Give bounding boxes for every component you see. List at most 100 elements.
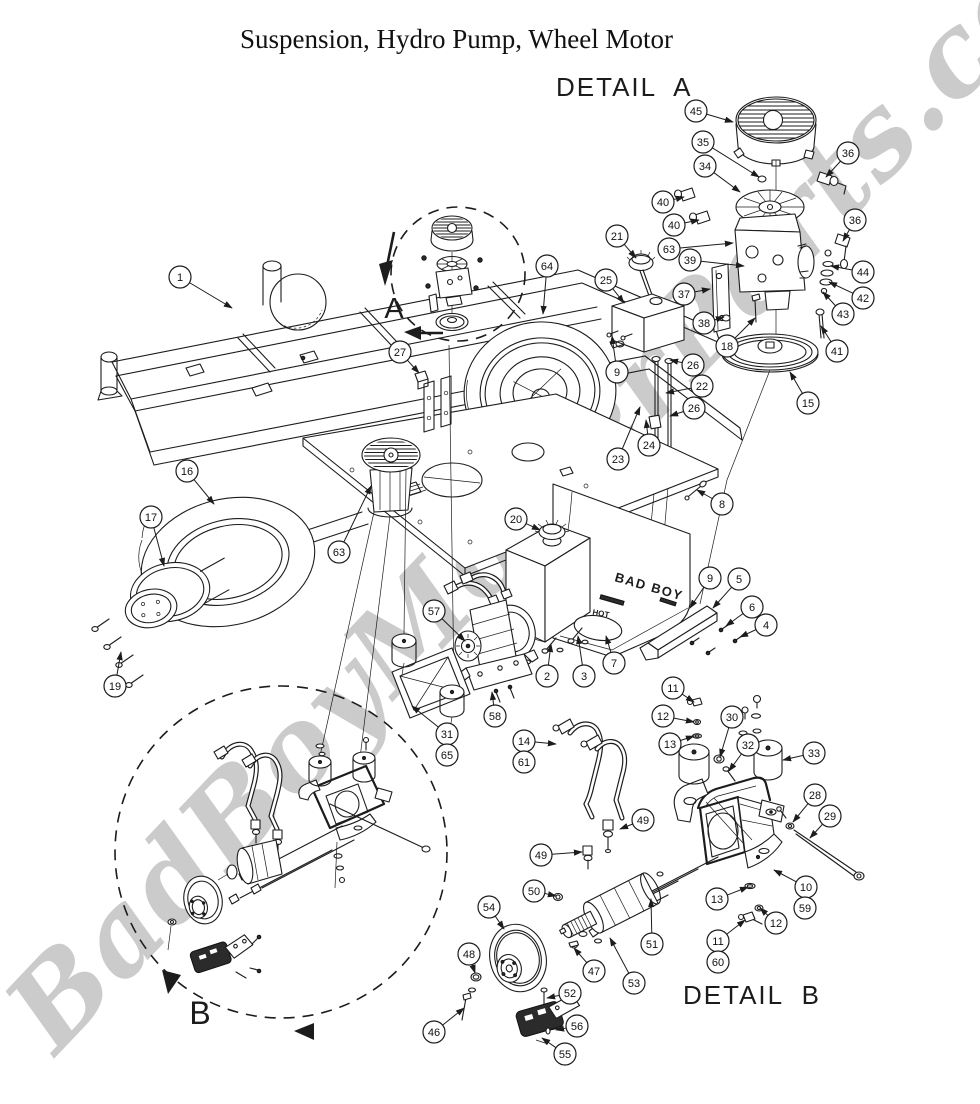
callout-6: 6 [740, 595, 764, 619]
svg-text:27: 27 [394, 347, 406, 359]
svg-text:5: 5 [736, 574, 742, 586]
leader-line-13 [727, 886, 749, 896]
fuel-tank-drawing: BAD BOY HOT [505, 483, 691, 658]
svg-text:13: 13 [711, 894, 723, 906]
callout-12: 12 [651, 704, 675, 728]
callout-45: 45 [684, 99, 708, 123]
callout-40: 40 [651, 190, 675, 214]
pump-body-drawing [734, 213, 815, 311]
callout-50: 50 [522, 879, 546, 903]
callout-46: 46 [422, 1020, 446, 1044]
fitting-glyphs-a [673, 171, 851, 270]
svg-text:39: 39 [684, 255, 696, 267]
leader-line-21 [623, 243, 637, 259]
leader-line-34 [713, 172, 741, 193]
callout-23: 23 [606, 447, 630, 471]
leader-line-38 [714, 316, 725, 323]
leader-line-1 [189, 282, 233, 309]
detail-a-label: DETAIL A [556, 72, 693, 102]
svg-text:15: 15 [802, 398, 814, 410]
callout-57: 57 [422, 599, 446, 623]
leader-line-4 [739, 629, 757, 638]
svg-text:12: 12 [770, 918, 782, 930]
leader-line-57 [441, 618, 466, 642]
callout-11: 11 [661, 676, 685, 700]
leader-lines [116, 113, 854, 1049]
leader-line-7 [605, 635, 612, 653]
cradle-31-drawing [319, 344, 471, 759]
reservoir-drawing [606, 250, 685, 353]
svg-text:10: 10 [800, 882, 812, 894]
leader-line-36 [825, 160, 841, 178]
callout-41: 41 [825, 339, 849, 363]
svg-text:21: 21 [611, 231, 623, 243]
callout-12: 12 [764, 911, 788, 935]
callout-16: 16 [175, 459, 199, 483]
svg-text:49: 49 [637, 815, 649, 827]
svg-text:52: 52 [564, 988, 576, 1000]
wheel-motor-53-drawing [559, 872, 661, 939]
callout-8: 8 [710, 492, 734, 516]
svg-text:28: 28 [809, 790, 821, 802]
bracket-58-drawing [457, 649, 539, 703]
leader-line-50 [544, 891, 557, 898]
svg-text:65: 65 [441, 750, 453, 762]
callout-34: 34 [693, 154, 717, 178]
svg-text:18: 18 [721, 341, 733, 353]
page-title: Suspension, Hydro Pump, Wheel Motor [240, 24, 673, 54]
leader-line-58 [489, 691, 497, 706]
svg-text:55: 55 [559, 1049, 571, 1061]
svg-text:45: 45 [690, 106, 702, 118]
svg-text:53: 53 [628, 978, 640, 990]
svg-text:50: 50 [528, 886, 540, 898]
svg-text:20: 20 [510, 514, 522, 526]
callout-54: 54 [477, 895, 501, 919]
svg-text:33: 33 [808, 748, 820, 760]
skid-drawing [639, 605, 743, 661]
callout-9: 9 [698, 566, 722, 590]
svg-text:23: 23 [612, 454, 624, 466]
leader-line-6 [725, 613, 744, 627]
leader-line-40 [673, 195, 685, 202]
svg-text:51: 51 [646, 939, 658, 951]
callout-4: 4 [754, 613, 778, 637]
leader-line-22 [665, 387, 692, 395]
leader-line-23 [621, 406, 641, 450]
detail-b-assembly [461, 694, 865, 1045]
leader-line-32 [728, 753, 742, 772]
leader-line-44 [830, 264, 853, 271]
leader-line-19 [116, 651, 123, 676]
callout-31: 31 [435, 722, 459, 746]
callout-7: 7 [602, 651, 626, 675]
detail-b-letter: B [189, 995, 210, 1031]
svg-text:14: 14 [518, 736, 530, 748]
callout-11: 11 [706, 929, 730, 953]
callout-5: 5 [727, 567, 751, 591]
leader-line-52 [546, 993, 560, 1000]
leader-line-42 [828, 281, 854, 294]
svg-text:26: 26 [688, 403, 700, 415]
callout-13: 13 [658, 732, 682, 756]
callout-14: 14 [512, 729, 536, 753]
callout-64: 64 [535, 254, 559, 278]
callout-47: 47 [582, 959, 606, 983]
callout-33: 33 [802, 741, 826, 765]
leader-line-3 [576, 635, 583, 666]
svg-text:29: 29 [824, 811, 836, 823]
leader-line-54 [494, 915, 505, 930]
leader-line-63 [679, 240, 734, 249]
callout-17: 17 [139, 505, 163, 529]
leader-line-40 [684, 218, 700, 225]
leader-line-55 [541, 1037, 557, 1049]
leader-line-28 [792, 803, 809, 823]
leader-line-16 [193, 479, 215, 505]
leader-line-11 [681, 693, 695, 703]
callout-39: 39 [678, 248, 702, 272]
svg-text:24: 24 [643, 440, 655, 452]
leader-line-15 [789, 371, 803, 394]
svg-text:30: 30 [726, 712, 738, 724]
leader-line-13 [680, 735, 695, 742]
svg-text:36: 36 [842, 148, 854, 160]
